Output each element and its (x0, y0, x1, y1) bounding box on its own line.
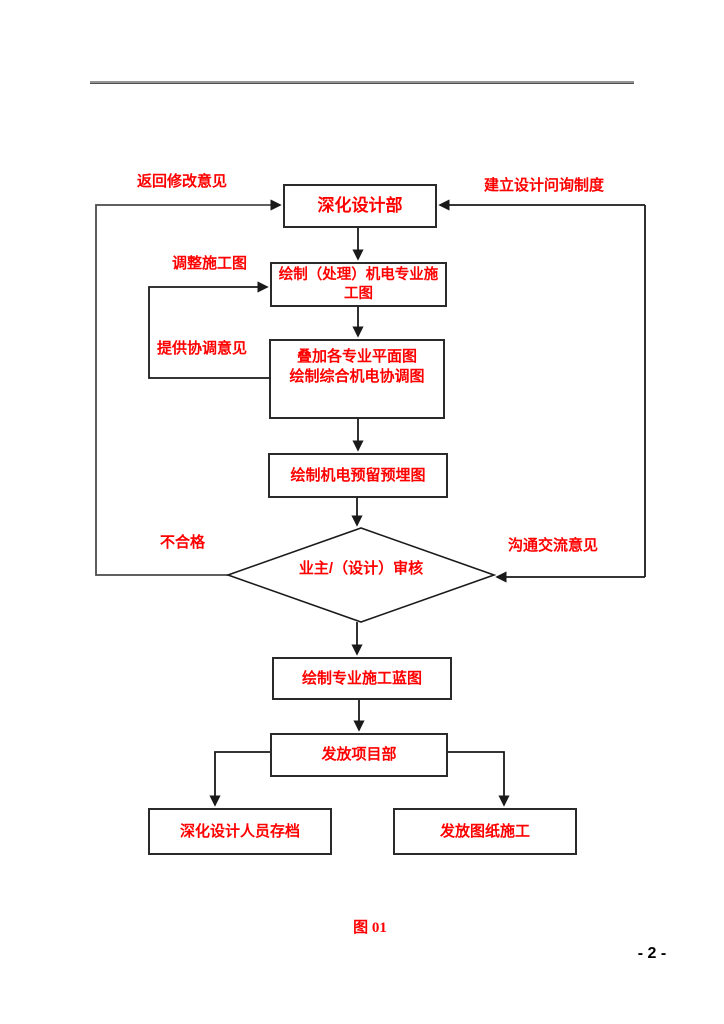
flow-node-designer-archive: 深化设计人员存档 (148, 808, 332, 855)
flow-node-label: 深化设计人员存档 (179, 822, 300, 840)
flow-node-label-line2: 工图 (344, 285, 373, 302)
decision-diamond-shape (225, 527, 497, 623)
page-number: - 2 - (637, 945, 667, 962)
edge-label-return-comments: 返回修改意见 (137, 173, 228, 190)
edge-label-establish-inquiry: 建立设计问询制度 (484, 177, 605, 194)
flow-node-issue-drawings-construction: 发放图纸施工 (393, 808, 577, 855)
connector-distribute-to-archive (209, 751, 270, 807)
flow-node-reserve-embed-drawings: 绘制机电预留预埋图 (268, 453, 448, 498)
edge-label-adjust-drawings: 调整施工图 (172, 255, 248, 272)
flow-node-overlay-coordination-drawings: 叠加各专业平面图 绘制综合机电协调图 (269, 339, 445, 419)
flow-node-label: 绘制专业施工蓝图 (301, 669, 422, 687)
decision-diamond-label: 业主/（设计）审核 (298, 560, 424, 577)
connector-overlay-to-drawshop-loop (148, 281, 269, 379)
flow-node-label: 绘制机电预留预埋图 (290, 466, 426, 484)
flow-node-label: 发放图纸施工 (439, 822, 530, 840)
edge-label-unqualified: 不合格 (160, 534, 206, 551)
connector-distribute-to-issue (448, 751, 510, 807)
flow-node-label: 深化设计部 (317, 196, 403, 215)
edge-label-communicate: 沟通交流意见 (508, 537, 599, 554)
flow-node-label-line2: 绘制综合机电协调图 (289, 368, 425, 385)
flow-node-label-line1: 叠加各专业平面图 (296, 348, 417, 365)
flow-node-label: 发放项目部 (321, 746, 397, 763)
header-rule (90, 81, 634, 84)
connector-review-to-dept-loop (95, 199, 282, 576)
figure-caption: 图 01 (353, 920, 387, 936)
edge-label-provide-coordination: 提供协调意见 (157, 340, 248, 357)
flow-node-label-line1: 绘制（处理）机电专业施 (278, 266, 439, 283)
flow-node-deepen-design-dept: 深化设计部 (283, 184, 437, 228)
flow-node-draw-mep-shop-drawings: 绘制（处理）机电专业施 工图 (270, 262, 447, 307)
flow-node-construction-blueprints: 绘制专业施工蓝图 (272, 657, 452, 700)
flow-node-distribute-project-dept: 发放项目部 (270, 733, 448, 777)
